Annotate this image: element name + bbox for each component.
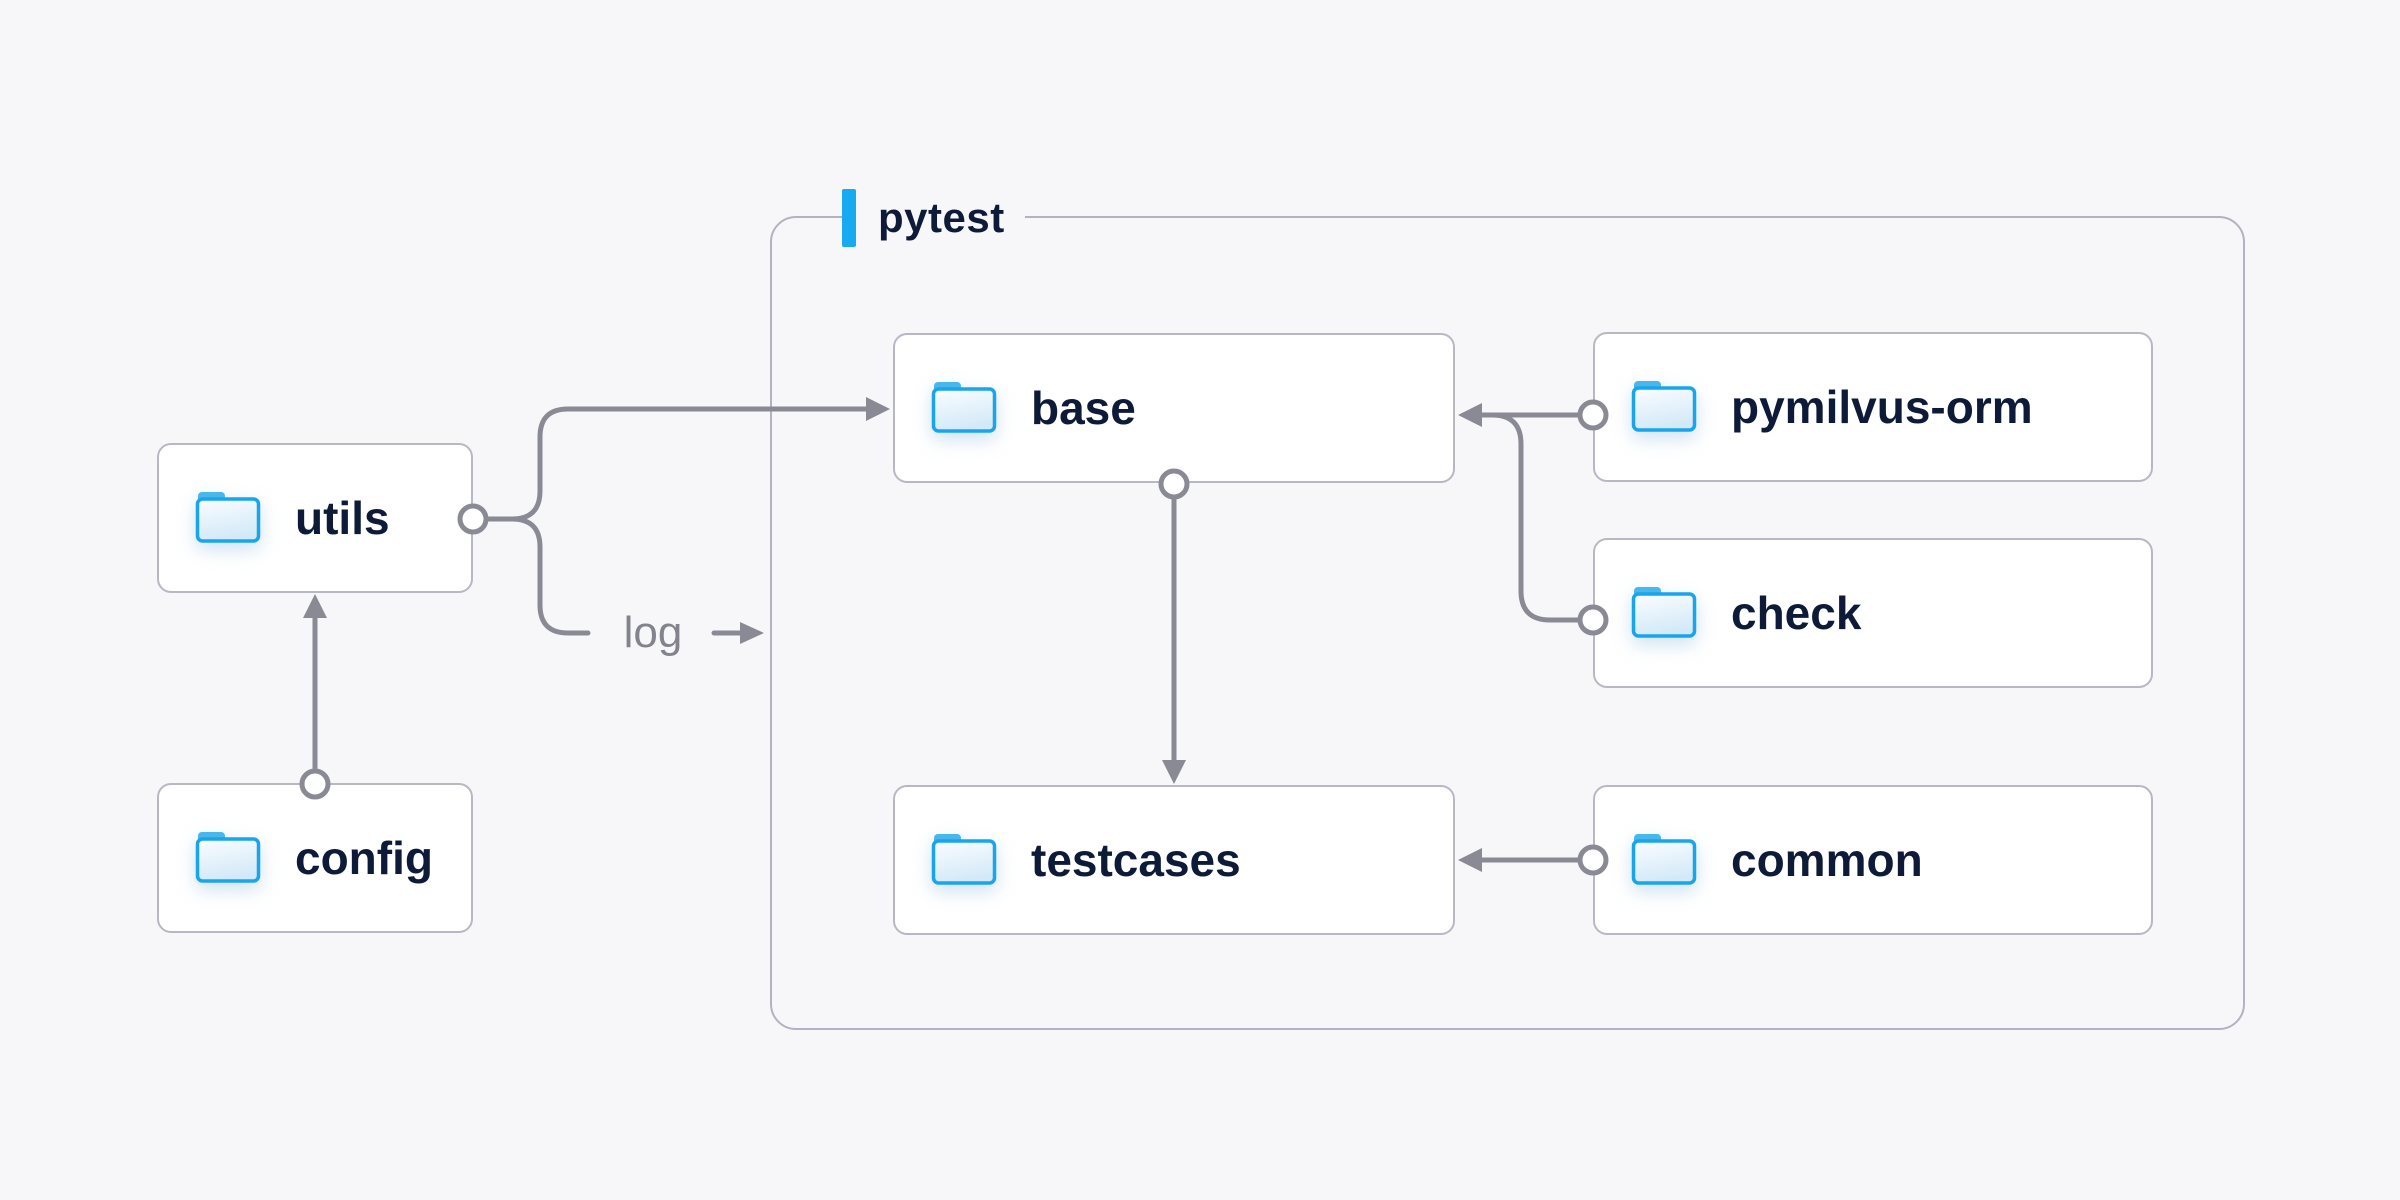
node-utils-label: utils bbox=[295, 492, 390, 544]
edge-label-log: log bbox=[623, 608, 683, 657]
node-config-label: config bbox=[295, 832, 433, 884]
node-check-label: check bbox=[1731, 587, 1862, 639]
node-pymilvus-orm-label: pymilvus-orm bbox=[1731, 381, 2033, 433]
folder-icon bbox=[931, 833, 997, 885]
node-config: config bbox=[157, 783, 473, 933]
node-check: check bbox=[1593, 538, 2153, 688]
node-base-label: base bbox=[1031, 382, 1136, 434]
node-common-label: common bbox=[1731, 834, 1923, 886]
folder-icon bbox=[1631, 833, 1697, 885]
node-pymilvus-orm: pymilvus-orm bbox=[1593, 332, 2153, 482]
accent-bar bbox=[842, 189, 856, 247]
node-utils: utils bbox=[157, 443, 473, 593]
folder-icon bbox=[931, 381, 997, 433]
pytest-group-container: pytest bbox=[770, 189, 2245, 1030]
edge-utils-log bbox=[509, 516, 591, 636]
node-testcases: testcases bbox=[893, 785, 1455, 935]
arrowhead-into-utils bbox=[303, 594, 327, 618]
pytest-group-label: pytest bbox=[842, 189, 1025, 247]
folder-icon bbox=[195, 831, 261, 883]
node-base: base bbox=[893, 333, 1455, 483]
folder-icon bbox=[195, 491, 261, 543]
pytest-group-title: pytest bbox=[878, 194, 1005, 241]
folder-icon bbox=[1631, 586, 1697, 638]
folder-icon bbox=[1631, 380, 1697, 432]
arrowhead-log bbox=[740, 622, 764, 644]
node-testcases-label: testcases bbox=[1031, 834, 1241, 886]
node-common: common bbox=[1593, 785, 2153, 935]
